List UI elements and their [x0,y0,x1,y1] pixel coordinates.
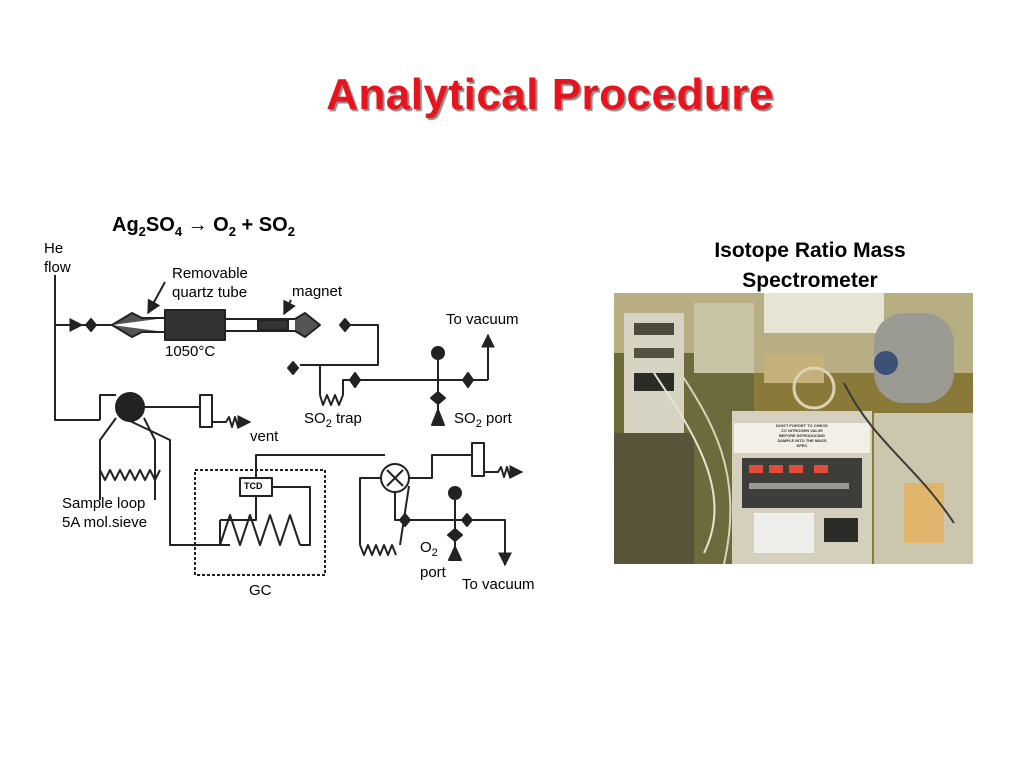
reactant-so: SO [145,214,175,236]
label-so2-port: SO2 port [454,409,512,434]
o2-text: O [420,539,432,556]
quartz-tube-right [294,312,321,338]
so2-trap-sub: 2 [325,418,332,430]
vent-tube [199,394,213,428]
o2-sub: 2 [431,547,438,559]
label-so2-trap: SO2 trap [304,409,362,434]
mass-spec-title: Isotope Ratio Mass Spectrometer [714,239,906,292]
gc-box [194,469,326,576]
reaction-arrow: → [187,214,208,236]
gc-vent-tube [471,442,485,477]
so2-trap-text: SO [304,410,326,427]
so2-gauge [431,346,445,360]
label-tcd: TCD [244,481,263,491]
vent-line [212,416,242,428]
gc-coil [359,544,397,556]
quartz-tube-left [111,312,165,338]
valve-3 [287,361,299,375]
label-to-vacuum-top: To vacuum [446,311,519,328]
quartz-pointer [147,281,166,315]
so2-port-valve [430,391,446,405]
valve-2 [339,318,351,332]
valve-5 [462,372,474,388]
o2-port-valve [447,528,463,542]
label-temp: 1050°C [165,343,216,360]
valve-1 [85,318,97,332]
so2-port-sub: 2 [475,418,482,430]
product-so: SO [258,214,288,236]
so2-port-cone [431,409,445,426]
he-flow-line [54,275,100,421]
gc-vent-line [484,466,514,478]
sample-loop-coil [99,469,161,481]
sample-loop-legs [99,470,156,500]
plus-sign: + [241,214,254,236]
so2-port-text: SO [454,410,476,427]
tcd-lines [219,454,385,546]
so2-line [300,364,488,406]
label-magnet: magnet [292,283,343,300]
mass-spectrometer-photo: DON'T FORGET TO CHECK CC NITROGEN VALVE … [614,293,973,564]
valve-6 [399,513,411,527]
reactant-ag: Ag [112,214,139,236]
reaction-equation: Ag2SO4 → O2 + SO2 [112,214,295,239]
furnace [164,309,226,341]
warning-sign: DON'T FORGET TO CHECK CC NITROGEN VALVE … [776,423,828,448]
label-sample-loop: Sample loop 5A mol.sieve [62,495,148,531]
slide-title: Analytical Procedure [326,70,774,119]
label-vent: vent [250,428,279,445]
sample-valve [115,392,145,422]
valve-4 [349,372,361,388]
gc-valve-cross [386,469,404,487]
loop-out-line [129,420,230,546]
label-gc: GC [249,582,272,599]
product-o: O [213,214,229,236]
label-o2-port: O2 port [420,538,446,582]
so2-port-suffix: port [481,410,512,427]
so2-trap-suffix: trap [331,410,362,427]
reactant-sub2: 4 [174,224,183,239]
valve-links [99,394,200,470]
reactant-sub1: 2 [138,224,146,239]
o2-port-cone [448,546,462,561]
o2-gauge [448,486,462,500]
label-to-vacuum-bottom: To vacuum [462,576,535,593]
label-quartz-tube: Removable quartz tube [172,265,248,301]
o2-port-suffix: port [420,564,446,581]
vacuum-bottom-line [470,519,512,567]
label-he-flow: He flow [44,240,71,276]
product-o-sub: 2 [228,224,236,239]
product-so-sub: 2 [287,224,295,239]
mass-spec-illustration [614,293,973,564]
gc-valve-links [359,454,472,546]
magnet-block [257,319,289,331]
magnet-pointer [283,299,296,316]
